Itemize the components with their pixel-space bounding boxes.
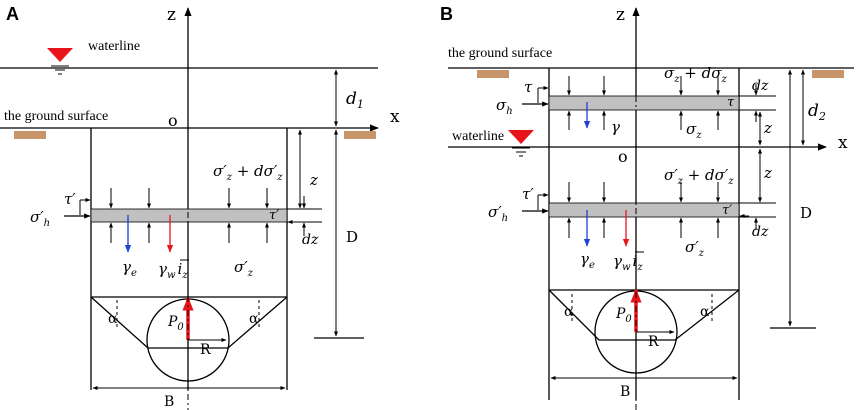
bottom-stress-arrows-a <box>109 222 269 243</box>
soil-element-slab-a <box>90 208 288 223</box>
sigma-z-top-label-a: σ′z + dσ′z <box>213 162 283 183</box>
soil-element-slab-upper-b <box>548 95 740 111</box>
waterline-triangle-icon <box>47 48 73 62</box>
tau-left-label-a: τ′ <box>64 190 76 208</box>
soil-element-slab-lower-b <box>548 202 740 218</box>
B-label-a: B <box>164 394 174 410</box>
top-stress-arrows-a <box>109 188 269 209</box>
dz-label-lower-b: dz <box>752 224 769 240</box>
alpha-left-label-b: α <box>564 304 574 320</box>
sigma-z-top-label-upper-b: σz + dσz <box>664 64 727 85</box>
z-dimension-label-lower-b: z <box>763 164 772 182</box>
ground-surface-label-b: the ground surface <box>448 46 552 61</box>
z-dimension-label-upper-b: z <box>763 119 772 137</box>
soil-block-icon <box>14 131 46 139</box>
dz-label-upper-b: dz <box>752 78 769 94</box>
d1-label-a: d1 <box>346 89 364 111</box>
p0-label-b: P0 <box>615 306 632 325</box>
bottom-stress-arrows-lower-b <box>567 217 720 238</box>
soil-block-icon <box>344 131 376 139</box>
tau-right-label-upper-b: τ <box>727 95 735 110</box>
z-dimension-label-a: z <box>309 171 318 189</box>
panel-a: A z waterline x the ground surface o <box>0 4 400 410</box>
alpha-right-label-b: α <box>700 304 710 320</box>
d2-label-b: d2 <box>808 101 826 123</box>
x-axis-label-a: x <box>390 107 400 127</box>
sigma-h-label-a: σ′h <box>30 208 50 229</box>
top-stress-arrows-lower-b <box>567 182 720 203</box>
radius-label-b: R <box>648 334 659 350</box>
bottom-stress-arrows-upper-b <box>567 110 720 130</box>
z-axis-label-a: z <box>167 5 176 25</box>
top-stress-arrows-upper-b <box>567 76 720 96</box>
waterline-label-b: waterline <box>452 129 504 144</box>
D-label-b: D <box>800 204 812 222</box>
soil-block-icon <box>477 70 509 78</box>
waterline-triangle-icon <box>508 130 534 144</box>
gamma-label-upper-b: γ <box>611 118 620 136</box>
tau-left-label-upper-b: τ <box>524 78 533 96</box>
p0-label-a: P0 <box>167 314 184 333</box>
soil-block-icon <box>812 70 844 78</box>
panel-b: B z the ground surface x waterline o <box>440 4 854 410</box>
radius-label-a: R <box>200 342 211 358</box>
origin-label-b: o <box>618 147 628 166</box>
tau-right-label-lower-b: τ′ <box>722 203 732 218</box>
tau-left-label-lower-b: τ′ <box>522 185 534 203</box>
alpha-left-label-a: α <box>108 311 118 327</box>
z-axis-label-b: z <box>616 5 625 25</box>
sigma-z-bottom-label-upper-b: σz <box>686 120 702 141</box>
sigma-h-label-upper-b: σh <box>496 96 513 117</box>
sigma-z-top-label-lower-b: σ′z + dσ′z <box>664 166 734 187</box>
panel-a-letter: A <box>6 4 19 24</box>
bedding-outline-b <box>548 289 740 341</box>
B-label-b: B <box>620 384 630 400</box>
x-axis-label-b: x <box>838 133 848 153</box>
gamma-e-label-a: γe <box>122 258 137 279</box>
gamma-e-label-b: γe <box>580 250 595 271</box>
sigma-z-bottom-label-a: σ′z <box>234 258 254 279</box>
dz-label-a: dz <box>302 232 319 248</box>
alpha-right-label-a: α <box>249 311 259 327</box>
D-label-a: D <box>346 228 358 246</box>
ground-surface-label-a: the ground surface <box>4 109 108 124</box>
sigma-h-label-lower-b: σ′h <box>488 203 508 224</box>
sigma-z-bottom-label-lower-b: σ′z <box>685 238 705 259</box>
waterline-label-a: waterline <box>88 39 140 54</box>
origin-label-a: o <box>168 111 178 130</box>
panel-b-letter: B <box>440 4 453 24</box>
tau-right-label-a: τ′ <box>269 208 279 223</box>
